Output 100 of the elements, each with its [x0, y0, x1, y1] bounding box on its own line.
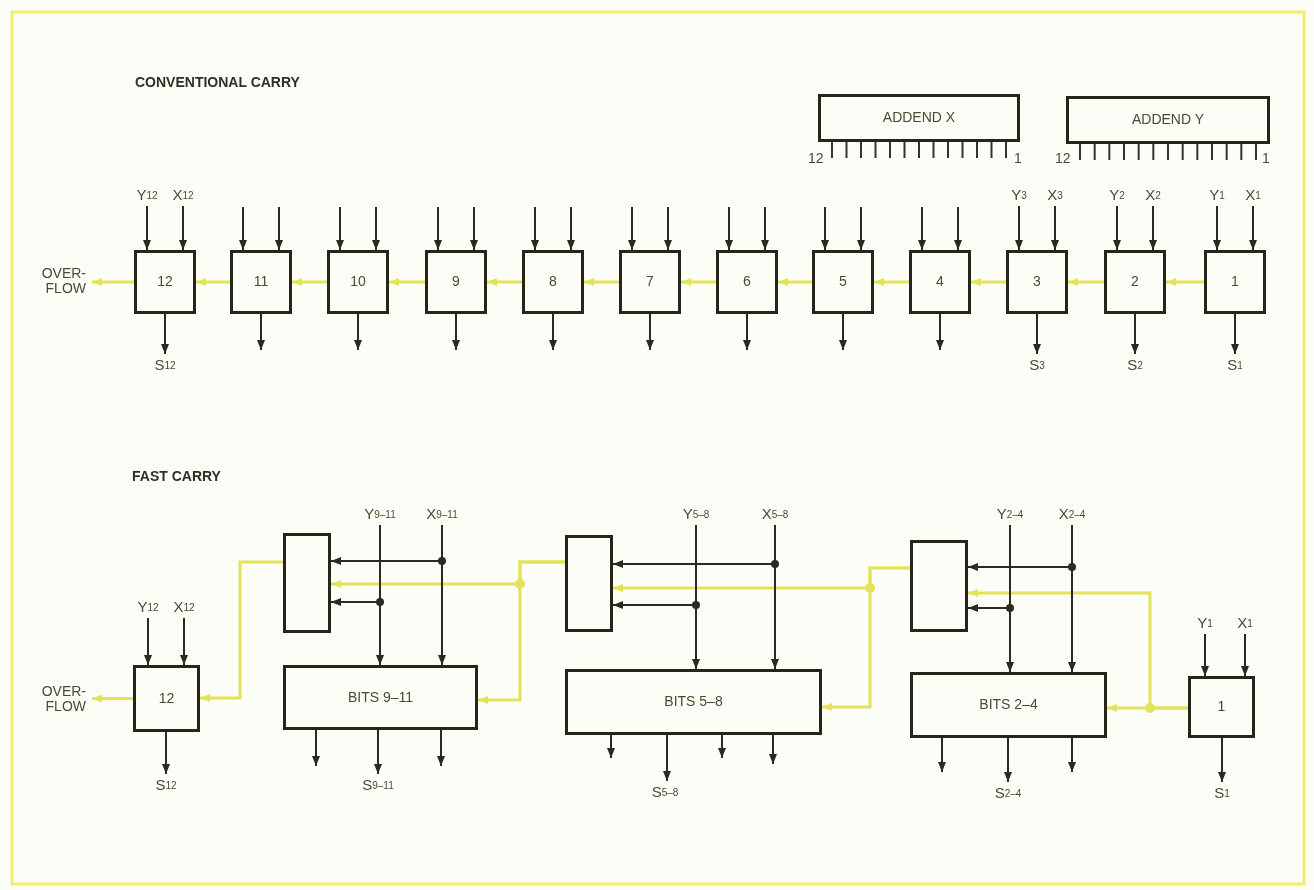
signal-arrow — [1015, 205, 1023, 251]
carry-arrow — [292, 278, 327, 286]
adder-box: 1 — [1188, 676, 1255, 738]
pin-number: 1 — [1014, 150, 1022, 166]
carry-lookahead-box — [565, 535, 613, 632]
adder-box: 12 — [134, 250, 196, 314]
signal-arrow — [612, 524, 776, 568]
signal-arrow — [1068, 737, 1076, 773]
pin-number: 12 — [808, 150, 824, 166]
signal-arrow — [1249, 205, 1257, 251]
carry-arrow — [971, 278, 1006, 286]
signal-arrow — [1113, 205, 1121, 251]
signal-arrow — [374, 729, 382, 775]
signal-arrow — [761, 206, 769, 251]
signal-arrow — [954, 206, 962, 251]
adder-box: 11 — [230, 250, 292, 314]
carry-arrow — [196, 278, 230, 286]
signal-arrow — [1051, 205, 1059, 251]
signal-arrow — [1131, 313, 1139, 355]
carry-arrow — [968, 589, 1188, 710]
overflow-label: OVER- FLOW — [30, 262, 92, 300]
signal-arrow — [1004, 737, 1012, 783]
signal-arrow — [664, 206, 672, 251]
signal-arrow — [330, 524, 443, 565]
carry-arrow — [681, 278, 716, 286]
overflow-label: OVER- FLOW — [30, 680, 92, 718]
register-box: ADDEND Y — [1066, 96, 1270, 144]
signal-arrow — [275, 206, 283, 251]
carry-arrow — [874, 278, 909, 286]
signal-arrow — [1149, 205, 1157, 251]
signal-arrow — [1218, 737, 1226, 783]
adder-box: 1 — [1204, 250, 1266, 314]
signal-arrow — [434, 206, 442, 251]
signal-arrow — [821, 206, 829, 251]
signal-arrow — [1213, 205, 1221, 251]
pin-number: 1 — [1262, 150, 1270, 166]
signal-arrow — [857, 206, 865, 251]
signal-arrow — [612, 524, 697, 609]
signal-arrow — [239, 206, 247, 251]
section-title: CONVENTIONAL CARRY — [135, 74, 300, 90]
signal-arrow — [144, 617, 152, 666]
carry-arrow — [584, 278, 619, 286]
carry-arrow — [778, 278, 812, 286]
adder-box: 2 — [1104, 250, 1166, 314]
adder-box: 9 — [425, 250, 487, 314]
adder-block: BITS 2–4 — [910, 672, 1107, 738]
signal-arrow — [769, 734, 777, 765]
signal-arrow — [312, 729, 320, 767]
signal-arrow — [567, 206, 575, 251]
signal-arrow — [330, 524, 381, 606]
adder-box: 3 — [1006, 250, 1068, 314]
signal-arrow — [1201, 633, 1209, 677]
signal-arrow — [452, 313, 460, 351]
signal-arrow — [967, 524, 1073, 571]
carry-arrow — [92, 278, 134, 286]
carry-arrow — [389, 278, 425, 286]
signal-arrow — [161, 313, 169, 355]
signal-arrow — [646, 313, 654, 351]
carry-lookahead-box — [283, 533, 331, 633]
register-box: ADDEND X — [818, 94, 1020, 142]
signal-arrow — [725, 206, 733, 251]
adder-box: 10 — [327, 250, 389, 314]
signal-arrow — [531, 206, 539, 251]
signal-arrow — [743, 313, 751, 351]
carry-arrow — [1166, 278, 1204, 286]
signal-arrow — [257, 313, 265, 351]
adder-block: BITS 9–11 — [283, 665, 478, 730]
signal-arrow — [180, 617, 188, 666]
carry-arrow — [487, 278, 522, 286]
signal-arrow — [938, 737, 946, 773]
signal-arrow — [936, 313, 944, 351]
adder-box: 4 — [909, 250, 971, 314]
signal-arrow — [162, 731, 170, 775]
adder-box: 5 — [812, 250, 874, 314]
signal-arrow — [354, 313, 362, 351]
section-title: FAST CARRY — [132, 468, 221, 484]
adder-box: 12 — [133, 665, 200, 732]
pin-number: 12 — [1055, 150, 1071, 166]
carry-arrow — [92, 694, 133, 703]
signal-arrow — [372, 206, 380, 251]
signal-arrow — [628, 206, 636, 251]
signal-arrow — [336, 206, 344, 251]
carry-arrow — [1068, 278, 1104, 286]
adder-box: 8 — [522, 250, 584, 314]
signal-arrow — [607, 734, 615, 759]
signal-arrow — [143, 205, 151, 251]
carry-lookahead-box — [910, 540, 968, 632]
signal-arrow — [1033, 313, 1041, 355]
signal-arrow — [179, 205, 187, 251]
signal-arrow — [1231, 313, 1239, 355]
signal-arrow — [918, 206, 926, 251]
signal-arrow — [1241, 633, 1249, 677]
signal-arrow — [839, 313, 847, 351]
signal-arrow — [718, 734, 726, 759]
adder-box: 6 — [716, 250, 778, 314]
adder-block: BITS 5–8 — [565, 669, 822, 735]
carry-arrow — [200, 560, 283, 702]
adder-box: 7 — [619, 250, 681, 314]
carry-arrow — [331, 560, 565, 588]
signal-arrow — [663, 734, 671, 782]
